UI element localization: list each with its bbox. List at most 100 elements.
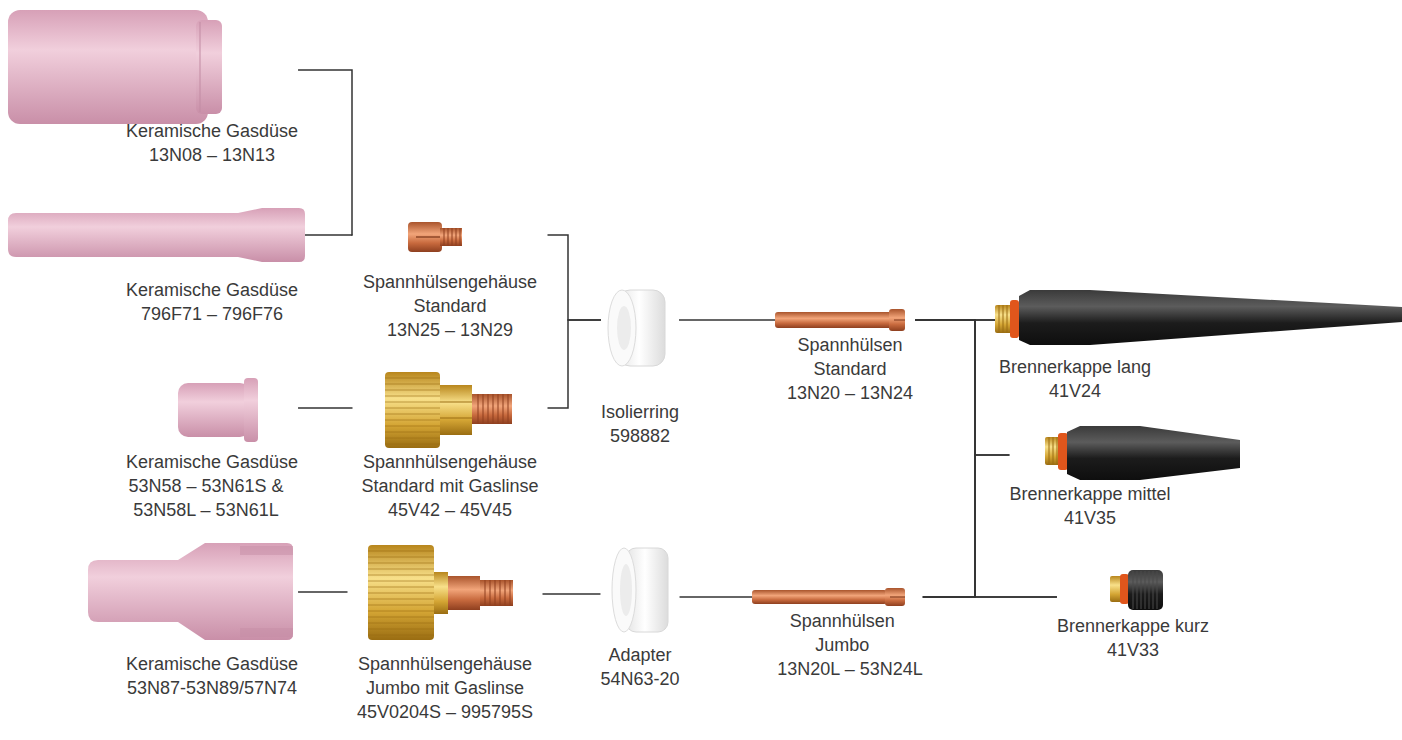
collet-body-standard — [416, 236, 440, 237]
part-area — [88, 540, 293, 652]
collet-body-jumbo — [485, 580, 510, 606]
part-node: Adapter54N63-20 — [600, 545, 679, 691]
ceramic-nozzle-small — [244, 378, 258, 442]
part-name: Spannhülsen Jumbo — [777, 609, 907, 657]
collet-body-gas-lens — [440, 402, 472, 418]
adapter-ring — [620, 564, 632, 616]
back-cap-short — [1133, 571, 1157, 609]
part-caption: Spannhülsengehäuse Jumbo mit Gaslinse45V… — [348, 652, 543, 724]
insulating-ring — [608, 290, 665, 366]
part-node: Brennerkappe mittel41V35 — [1009, 425, 1240, 530]
part-node: Keramische Gasdüse796F71 – 796F76 — [8, 208, 305, 326]
connector-line — [543, 593, 601, 595]
part-name: Spannhülsengehäuse Jumbo mit Gaslinse — [348, 652, 543, 700]
back-cap-long — [995, 305, 1012, 333]
part-area — [612, 545, 668, 643]
part-area — [995, 290, 1395, 355]
collet-body-gas-lens — [472, 394, 512, 424]
part-number: 53N87-53N89/57N74 — [126, 676, 298, 700]
part-area — [385, 372, 512, 450]
ceramic-nozzle-small — [178, 383, 250, 437]
back-cap-medium — [1045, 437, 1060, 465]
insulating-ring — [608, 290, 636, 366]
connector-line — [298, 70, 352, 235]
collet-body-standard — [408, 222, 462, 252]
connector-line — [680, 596, 752, 598]
part-node: Spannhülsengehäuse Standard13N25 – 13N29 — [353, 222, 548, 342]
collet-body-standard — [440, 228, 462, 246]
adapter-ring — [612, 548, 668, 632]
collet-body-standard — [444, 228, 460, 246]
ceramic-nozzle-large — [200, 22, 201, 112]
collet-body-gas-lens — [385, 372, 512, 448]
collet-standard — [889, 309, 905, 331]
part-number: 41V24 — [999, 379, 1151, 403]
part-name: Spannhülsengehäuse Standard — [353, 270, 548, 318]
part-area — [775, 309, 905, 333]
part-node: Spannhülsen Standard13N20 – 13N24 — [775, 309, 915, 405]
connector-line — [923, 455, 1010, 597]
part-name: Isolierring — [601, 400, 679, 424]
part-caption: Spannhülsengehäuse Standard13N25 – 13N29 — [353, 270, 548, 342]
collet-body-jumbo — [368, 551, 434, 635]
part-area — [1108, 570, 1163, 614]
back-cap-medium — [1067, 426, 1240, 480]
part-caption: Keramische Gasdüse53N87-53N89/57N74 — [126, 652, 298, 700]
part-name: Keramische Gasdüse — [126, 119, 298, 143]
part-caption: Spannhülsen Standard13N20 – 13N24 — [785, 333, 915, 405]
part-number: 54N63-20 — [600, 667, 679, 691]
part-area — [8, 208, 305, 278]
part-number: 45V42 – 45V45 — [353, 498, 548, 522]
ceramic-nozzle-long — [8, 208, 305, 262]
part-name: Keramische Gasdüse — [126, 450, 298, 474]
part-name: Brennerkappe kurz — [1057, 614, 1209, 638]
part-caption: Isolierring598882 — [601, 400, 679, 448]
collet-jumbo — [752, 590, 887, 604]
part-node: Isolierring598882 — [601, 288, 679, 448]
part-caption: Spannhülsen Jumbo13N20L – 53N24L — [777, 609, 922, 681]
ceramic-nozzle-jumbo — [88, 543, 293, 640]
part-number: 13N20 – 13N24 — [785, 381, 915, 405]
part-name: Adapter — [600, 643, 679, 667]
back-cap-short — [1120, 574, 1129, 604]
part-area — [178, 378, 258, 450]
part-node: Spannhülsengehäuse Standard mit Gaslinse… — [353, 372, 548, 522]
part-number: 41V35 — [1009, 506, 1170, 530]
part-number: 796F71 – 796F76 — [126, 302, 298, 326]
collet-body-gas-lens — [385, 372, 440, 448]
connector-line — [915, 320, 1009, 455]
part-caption: Keramische Gasdüse53N58 – 53N61S & 53N58… — [126, 450, 298, 522]
part-name: Keramische Gasdüse — [126, 278, 298, 302]
part-area — [1045, 425, 1240, 482]
collet-body-standard — [408, 222, 442, 252]
part-caption: Brennerkappe lang41V24 — [999, 355, 1151, 403]
back-cap-short — [1128, 570, 1163, 610]
collet-body-jumbo — [368, 545, 513, 640]
back-cap-long — [1019, 290, 1402, 345]
back-cap-long — [1010, 300, 1019, 338]
part-node: Keramische Gasdüse13N08 – 13N13 — [8, 8, 298, 167]
ceramic-nozzle-large — [196, 20, 222, 114]
part-number: 598882 — [601, 424, 679, 448]
collet-standard — [894, 320, 905, 321]
connector-line — [923, 596, 1057, 598]
back-cap-medium — [1058, 433, 1068, 470]
ceramic-nozzle-small — [178, 378, 258, 442]
part-area — [752, 588, 905, 609]
back-cap-long — [995, 290, 1402, 345]
collet-standard — [775, 309, 905, 331]
ceramic-nozzle-large — [8, 10, 208, 124]
insulating-ring — [617, 306, 631, 350]
ceramic-nozzle-jumbo — [240, 546, 293, 555]
part-caption: Brennerkappe kurz41V33 — [1057, 614, 1209, 662]
part-area — [8, 8, 222, 119]
collet-body-gas-lens — [385, 378, 440, 444]
collet-jumbo — [890, 597, 905, 598]
collet-standard — [775, 312, 895, 328]
part-number: 13N08 – 13N13 — [126, 143, 298, 167]
part-name: Brennerkappe lang — [999, 355, 1151, 379]
collet-jumbo — [752, 588, 905, 606]
part-name: Spannhülsengehäuse Standard mit Gaslinse — [353, 450, 548, 498]
back-cap-long — [999, 305, 1007, 333]
part-node: Brennerkappe lang41V24 — [995, 290, 1395, 403]
